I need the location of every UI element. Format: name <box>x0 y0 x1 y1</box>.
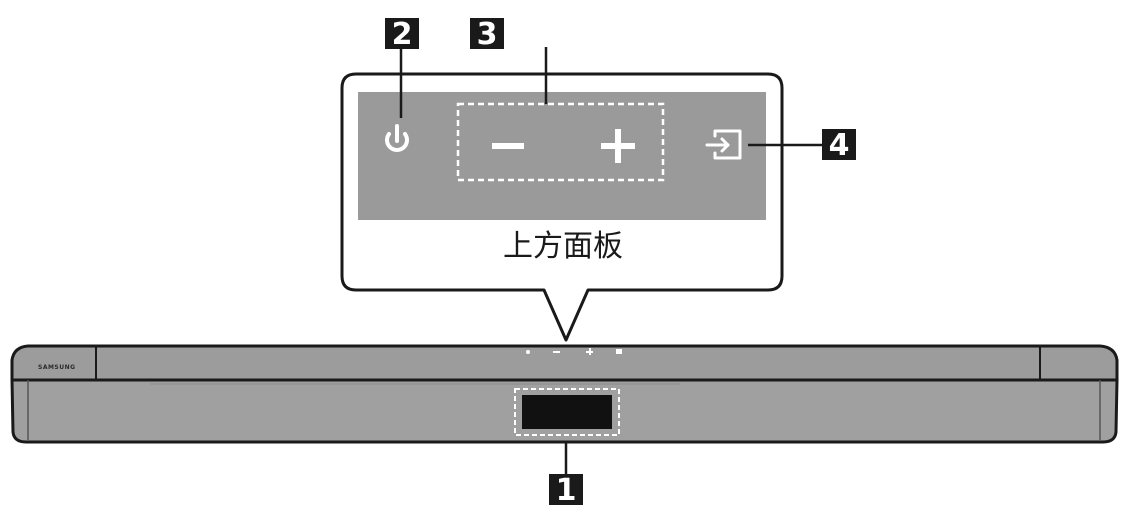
callout-label-2: 2 <box>385 17 419 52</box>
display-outline <box>514 388 620 436</box>
soundbar-top-buttons <box>526 348 622 355</box>
source-icon <box>705 129 742 160</box>
volume-down-icon <box>492 143 524 149</box>
power-icon <box>385 124 409 152</box>
soundbar-top-surface <box>10 344 1119 382</box>
display-window <box>522 395 612 429</box>
callout-label-3: 3 <box>470 17 504 52</box>
callout-label-1: 1 <box>549 473 583 508</box>
svg-text:4: 4 <box>829 128 850 163</box>
callout-label-4: 4 <box>822 128 856 163</box>
svg-text:3: 3 <box>477 17 498 52</box>
top-panel <box>358 92 766 220</box>
volume-up-icon <box>601 129 635 163</box>
svg-text:1: 1 <box>556 473 577 508</box>
panel-caption: 上方面板 <box>503 229 623 264</box>
soundbar-brand-logo: SAMSUNG <box>38 364 76 371</box>
soundbar: SAMSUNG <box>10 344 1119 444</box>
svg-text:2: 2 <box>392 17 413 52</box>
volume-group-outline <box>456 102 665 182</box>
